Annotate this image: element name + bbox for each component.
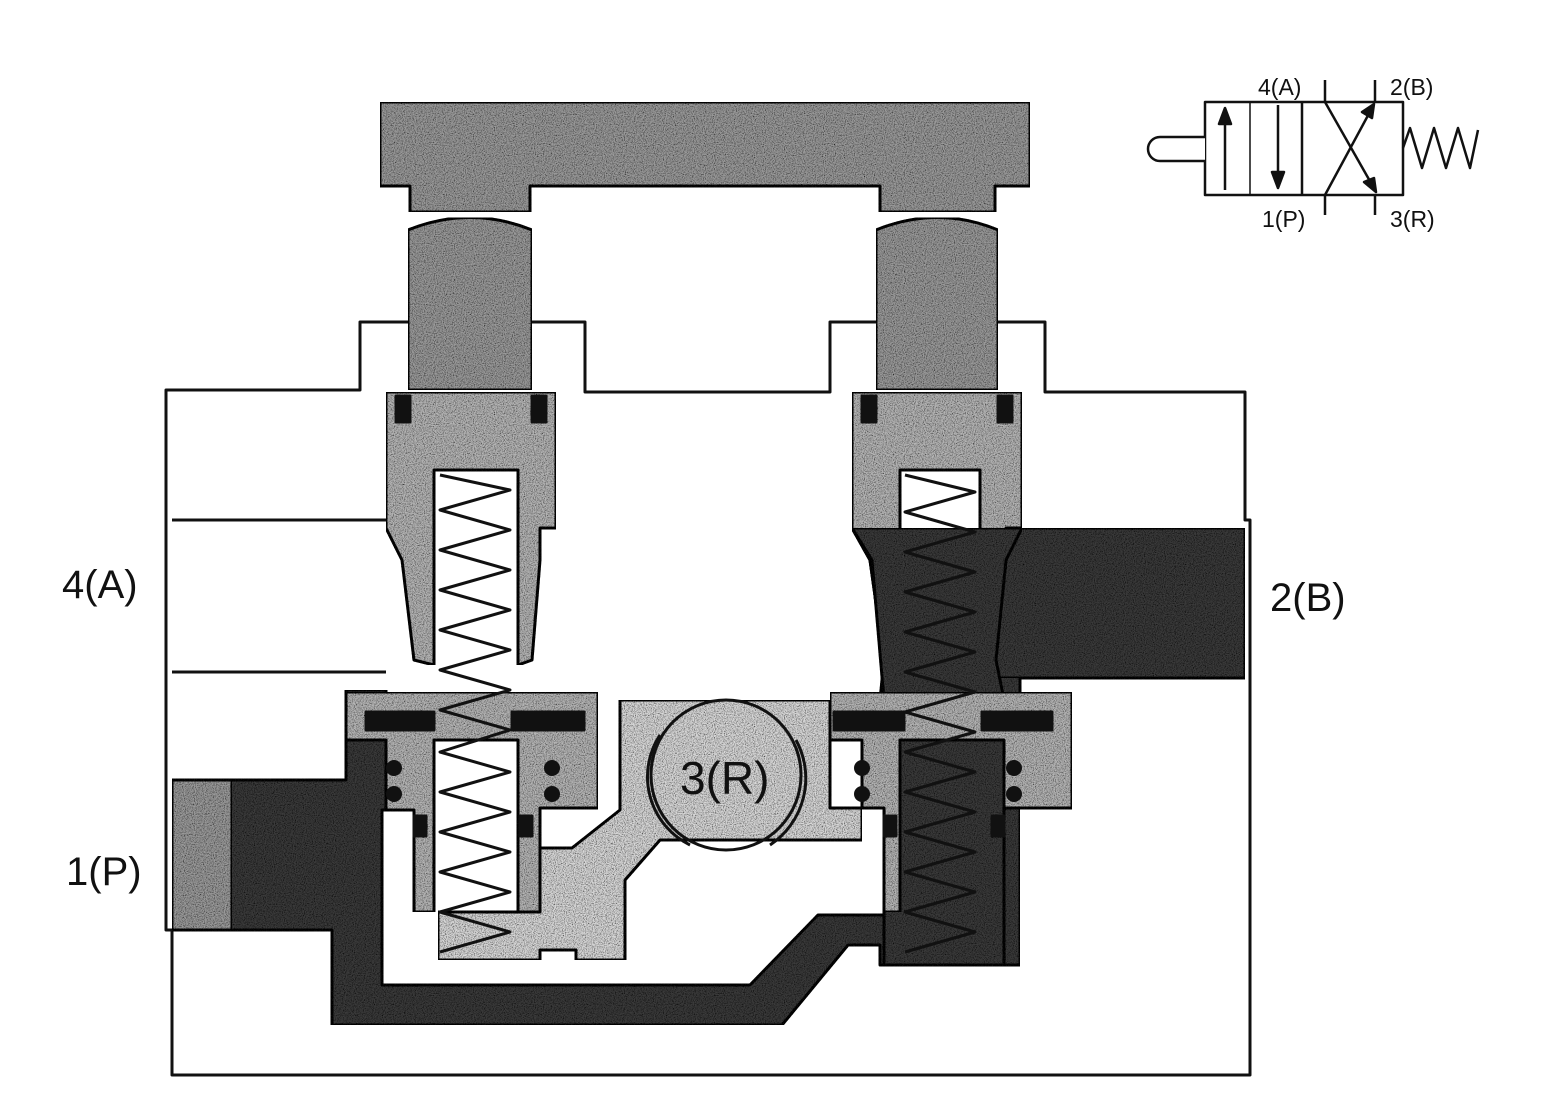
port-a-label: 4(A)	[62, 563, 138, 607]
port-p-label: 1(P)	[66, 850, 142, 894]
port-b-label: 2(B)	[1270, 576, 1346, 620]
exhaust-port-arc-right	[769, 739, 808, 847]
symbol-port-b-label: 2(B)	[1390, 74, 1434, 100]
o-rings	[386, 760, 1022, 802]
left-disk-r	[510, 710, 586, 732]
right-disk-l	[832, 710, 906, 732]
small-seals	[412, 814, 1006, 838]
right-lower-housing	[828, 690, 1074, 914]
right-plunger	[874, 216, 1000, 392]
left-lower-housing	[344, 690, 600, 914]
port-r-label: 3(R)	[680, 752, 770, 804]
exhaust-cavity	[436, 698, 864, 962]
exhaust-port-arc	[645, 734, 691, 847]
port-b-duct	[994, 526, 1247, 680]
left-seal-top-l	[394, 394, 412, 424]
right-spring	[903, 473, 977, 954]
left-spring	[438, 473, 512, 954]
symbol-port-r-label: 3(R)	[1390, 206, 1435, 232]
exhaust-port-circle	[649, 698, 803, 852]
left-disk-l	[364, 710, 436, 732]
actuator-bar	[378, 100, 1032, 214]
port-p-inlet	[170, 778, 234, 932]
right-disk-r	[980, 710, 1054, 732]
symbol-port-a-label: 4(A)	[1258, 74, 1302, 100]
left-plunger	[406, 216, 534, 392]
right-seal-top-r	[996, 394, 1014, 424]
right-seal-top-l	[860, 394, 878, 424]
symbol-port-p-label: 1(P)	[1262, 206, 1306, 232]
left-guide	[384, 390, 558, 667]
valve-symbol	[1146, 80, 1480, 215]
left-seal-top-r	[530, 394, 548, 424]
